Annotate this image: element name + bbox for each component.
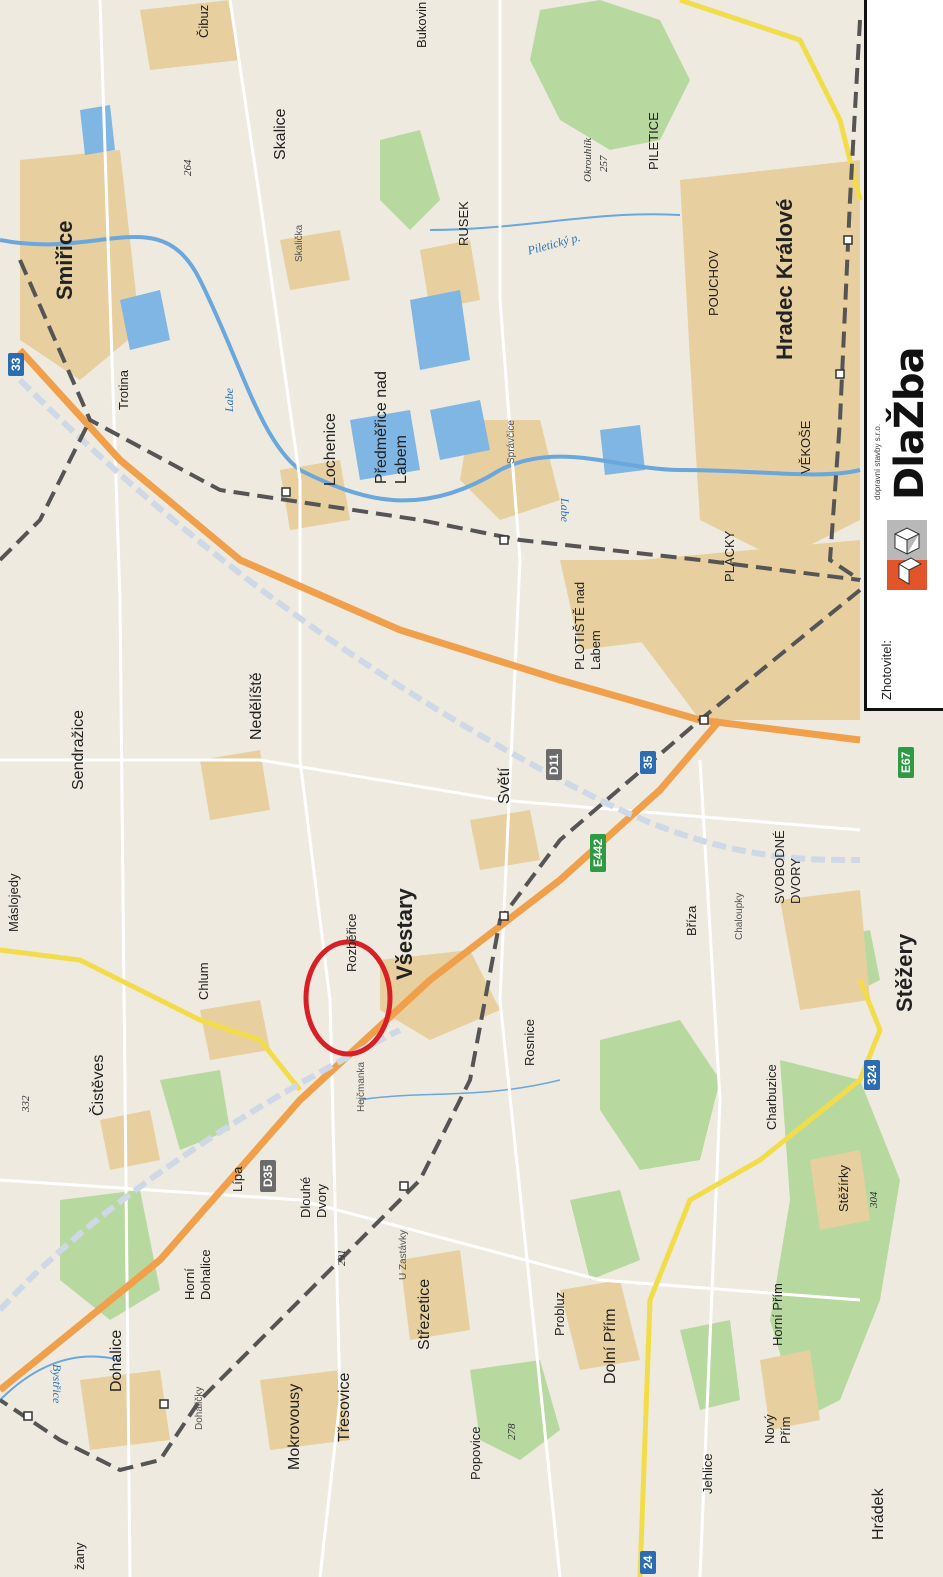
town-label: Správčice — [506, 420, 517, 464]
town-label: VĚKOŠE — [798, 420, 813, 474]
town-label: Skalička — [294, 224, 305, 262]
town-label: Dohalice — [108, 1329, 125, 1392]
town-label: Třesovice — [336, 1372, 353, 1442]
highlight-circle — [303, 939, 393, 1057]
town-label: Bříza — [684, 905, 699, 936]
town-label: PLOTIŠTĚ nad Labem — [572, 581, 603, 670]
town-label: Hejčmanka — [356, 1061, 367, 1112]
road-shield: E67 — [898, 746, 914, 778]
road-shield: 24 — [640, 1550, 656, 1574]
town-label: U Zastávky — [398, 1229, 409, 1280]
town-label: Trotina — [116, 370, 131, 410]
town-label: SVOBODNÉ DVORY — [772, 830, 803, 904]
town-label: Charbuzice — [764, 1064, 779, 1130]
town-label: RUSEK — [456, 201, 471, 246]
town-label: Světí — [496, 767, 513, 804]
road-shield: D11 — [546, 748, 562, 780]
town-label: Jehlice — [700, 1453, 715, 1494]
town-label: Dolní Přím — [602, 1308, 619, 1384]
town-label: Hrádek — [870, 1488, 887, 1540]
water-label: Labe — [558, 498, 572, 522]
minor-roads — [0, 0, 861, 1577]
water-label: Labe — [222, 388, 236, 412]
brand-logo-icon — [887, 520, 927, 590]
town-label: Rozběřice — [344, 913, 359, 972]
town-label: Čibuz — [196, 4, 211, 38]
town-label: PLÁCKY — [722, 530, 737, 582]
peak-name: Okrouhlík — [582, 137, 594, 182]
brand-name: DlaŽba — [887, 347, 933, 500]
town-label: Mokrovousy — [286, 1383, 303, 1470]
town-label: Lípa — [230, 1166, 245, 1192]
peak-elevation: 304 — [868, 1191, 880, 1209]
road-shield: D35 — [260, 1159, 276, 1192]
town-label: Rosnice — [522, 1019, 537, 1066]
town-label: žany — [72, 1542, 87, 1570]
town-label: Chlum — [196, 962, 211, 1000]
town-label: Chaloupky — [734, 892, 745, 940]
road-shield: E442 — [590, 833, 606, 872]
road-shield: 33 — [8, 352, 24, 376]
town-label: Probluz — [552, 1291, 567, 1336]
town-label: Skalice — [272, 108, 289, 160]
peak-elevation: 291 — [336, 1249, 348, 1267]
town-label: Střezetice — [416, 1278, 433, 1350]
town-label: Dohaličky — [194, 1386, 205, 1430]
town-label: Sendražice — [70, 709, 87, 790]
town-label: Bukovin — [414, 1, 429, 48]
town-label: Máslojedy — [6, 873, 21, 932]
town-label: Hradec Králové — [772, 198, 797, 360]
railways — [0, 19, 862, 1473]
town-label: Horní Dohalice — [182, 1249, 213, 1300]
brand-subtitle: dopravní stavby s.r.o. — [873, 423, 882, 500]
town-label: Popovice — [468, 1426, 483, 1480]
peak-elevation: 257 — [598, 155, 610, 173]
lakes — [80, 105, 645, 480]
rivers — [0, 213, 861, 1401]
town-label: Stěžírky — [836, 1165, 851, 1212]
rail-stations — [23, 235, 853, 1421]
town-label: PILETICE — [646, 112, 661, 170]
contractor-panel: Zhotovitel: DlaŽba dopravní stavby s.r.o… — [864, 0, 943, 711]
regional-roads — [0, 0, 883, 1577]
contractor-label: Zhotovitel: — [879, 640, 894, 700]
town-label: Všestary — [392, 888, 417, 980]
peak-elevation: 332 — [20, 1095, 32, 1113]
town-label: Předměřice nad Labem — [373, 371, 410, 484]
town-label: POUCHOV — [706, 250, 721, 316]
town-label: Horní Přím — [770, 1283, 785, 1346]
town-label: Stěžery — [892, 933, 917, 1012]
road-shield: 324 — [864, 1059, 880, 1090]
town-label: Smiřice — [52, 220, 77, 301]
town-label: Čistěves — [90, 1054, 107, 1116]
peak-elevation: 264 — [182, 159, 194, 177]
town-label: Nedělíště — [248, 672, 265, 740]
town-label: Dlouhé Dvory — [298, 1176, 329, 1218]
town-label: Lochenice — [322, 413, 339, 486]
town-label: Nový Přím — [762, 1414, 793, 1444]
water-label: Bystřice — [50, 1364, 64, 1404]
peak-elevation: 278 — [506, 1423, 518, 1441]
road-shield: 35 — [640, 750, 656, 774]
builtup-areas — [20, 0, 870, 1450]
